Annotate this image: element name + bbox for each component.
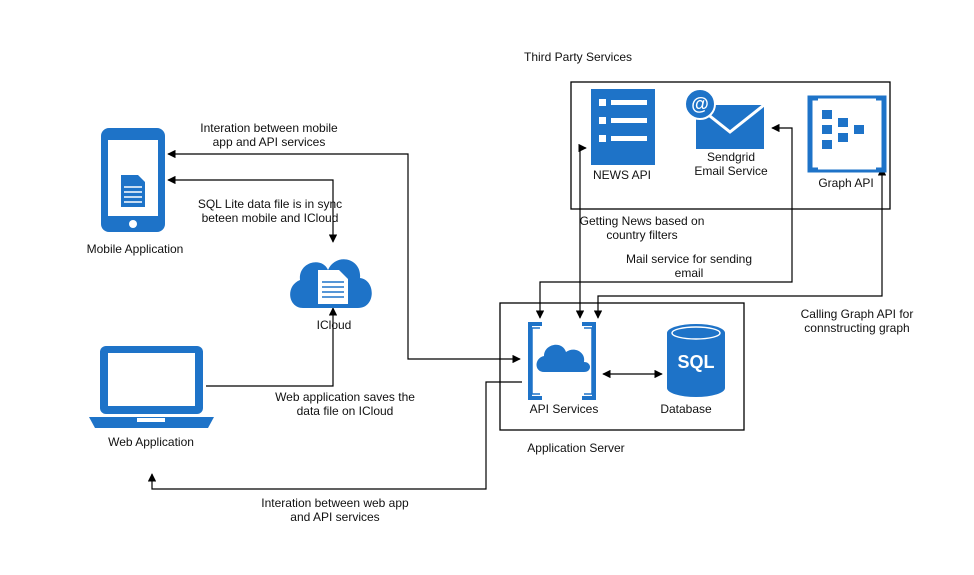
sendgrid-label: Sendgrid — [706, 150, 756, 164]
news-api-label: NEWS API — [592, 168, 651, 182]
edge-label-mail-2: email — [674, 266, 704, 280]
email-service-label: Email Service — [694, 164, 768, 178]
edge-label-web-icloud-1: Web application saves the — [275, 390, 415, 404]
edge-label-mobile-icloud-2: beteen mobile and ICloud — [201, 211, 339, 225]
list-document-icon — [591, 89, 655, 165]
icloud-label: ICloud — [316, 318, 352, 332]
database-label: Database — [660, 402, 712, 416]
web-application-label: Web Application — [108, 435, 194, 449]
edge-label-news-1: Getting News based on — [579, 214, 705, 228]
edge-label-mobile-icloud-1: SQL Lite data file is in sync — [197, 197, 343, 211]
edge-label-news-2: country filters — [606, 228, 678, 242]
graph-api-label: Graph API — [818, 176, 874, 190]
cloud-document-icon — [290, 259, 372, 308]
api-cloud-icon — [528, 322, 596, 400]
api-services-label: API Services — [529, 402, 599, 416]
edge-label-web-icloud-2: data file on ICloud — [296, 404, 394, 418]
edge-label-graph-2: connstructing graph — [804, 321, 910, 335]
edge-web-api — [147, 381, 522, 490]
laptop-icon — [89, 346, 214, 428]
edge-graph — [593, 167, 887, 319]
application-server-title: Application Server — [527, 441, 625, 455]
mobile-application-label: Mobile Application — [86, 242, 184, 256]
third-party-services-title: Third Party Services — [523, 50, 633, 64]
edge-label-mobile-api-2: app and API services — [212, 135, 326, 149]
email-icon: @ — [684, 88, 765, 149]
smartphone-document-icon — [101, 128, 165, 232]
edge-web-icloud — [206, 307, 338, 387]
sql-badge: SQL — [677, 352, 715, 372]
edge-label-graph-1: Calling Graph API for — [800, 307, 914, 321]
sql-database-icon — [667, 324, 725, 397]
edge-label-web-api-1: Interation between web app — [261, 496, 409, 510]
svg-text:@: @ — [691, 94, 709, 114]
edge-label-web-api-2: and API services — [290, 510, 380, 524]
edge-label-mail-1: Mail service for sending — [625, 252, 753, 266]
edge-mobile-api — [167, 149, 521, 364]
edge-label-mobile-api-1: Interation between mobile — [200, 121, 338, 135]
graph-api-icon — [807, 95, 887, 173]
edge-mobile-icloud — [167, 175, 338, 243]
